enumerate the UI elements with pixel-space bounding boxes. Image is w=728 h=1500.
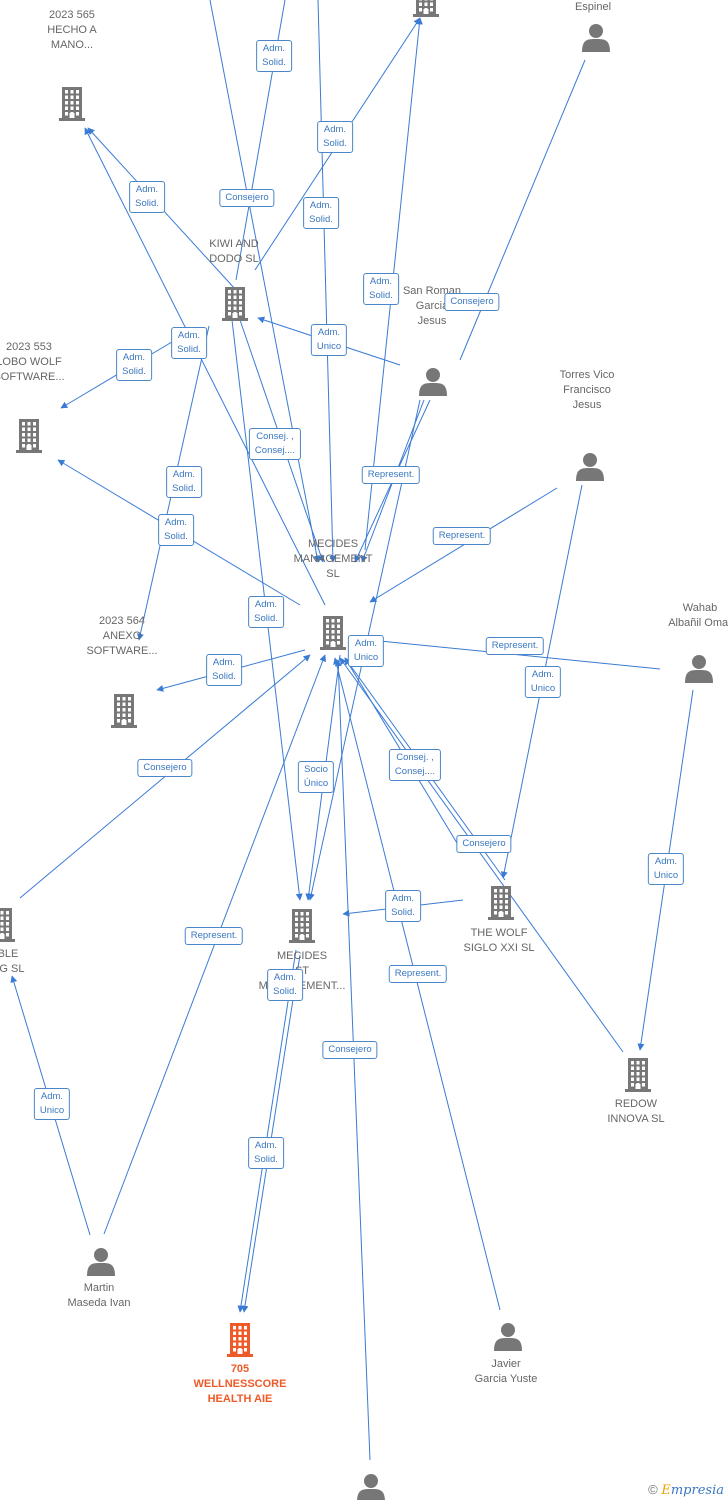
edge-line: [334, 659, 371, 1461]
node-label[interactable]: Torres Vico Francisco Jesus: [559, 369, 615, 411]
relation-label[interactable]: Adm. Unico: [33, 1088, 71, 1120]
node-label[interactable]: San Roman Garcia Jesus: [402, 285, 462, 327]
building-icon[interactable]: [413, 0, 439, 17]
node-label[interactable]: Martin Maseda Ivan: [67, 1282, 131, 1309]
edge-line: [84, 127, 326, 606]
brand-initial: E: [661, 1483, 671, 1498]
building-icon[interactable]: [111, 694, 137, 728]
relation-label[interactable]: Socio Único: [297, 761, 335, 793]
building-icon[interactable]: [289, 909, 315, 943]
relation-label[interactable]: Consejero: [322, 1041, 378, 1059]
building-icon[interactable]: [59, 87, 85, 121]
building-icon[interactable]: [16, 419, 42, 453]
person-icon[interactable]: [582, 24, 610, 52]
relation-label[interactable]: Represent.: [388, 965, 448, 983]
node-label[interactable]: KIWI AND DODO SL: [209, 238, 259, 265]
node-label[interactable]: Wahab Albañil Omar: [668, 602, 728, 629]
relation-label[interactable]: Adm. Solid.: [303, 197, 339, 229]
person-icon[interactable]: [576, 453, 604, 481]
relation-label[interactable]: Adm. Solid.: [129, 181, 165, 213]
person-icon[interactable]: [685, 655, 713, 683]
relation-label[interactable]: Consejero: [137, 759, 193, 777]
node-label[interactable]: Javier Garcia Yuste: [474, 1358, 538, 1385]
relation-label[interactable]: Consej. , Consej....: [248, 428, 302, 460]
person-icon[interactable]: [419, 368, 447, 396]
brand-name: mpresia: [670, 1483, 724, 1498]
empresia-brand: © Empresia: [648, 1482, 724, 1498]
person-icon[interactable]: [357, 1474, 385, 1500]
copyright-symbol: ©: [648, 1482, 658, 1497]
relation-label[interactable]: Adm. Solid.: [166, 466, 202, 498]
relation-label[interactable]: Adm. Unico: [347, 635, 385, 667]
relation-label[interactable]: Adm. Unico: [310, 324, 348, 356]
edge-line: [209, 0, 321, 563]
edge-line: [317, 0, 337, 563]
relation-label[interactable]: Adm. Unico: [524, 666, 562, 698]
relation-label[interactable]: Adm. Solid.: [248, 1137, 284, 1169]
relation-label[interactable]: Adm. Solid.: [116, 349, 152, 381]
relation-label[interactable]: Adm. Solid.: [317, 121, 353, 153]
relation-label[interactable]: Represent.: [361, 466, 421, 484]
node-label[interactable]: THE WOLF SIGLO XXI SL: [463, 927, 535, 954]
relation-label[interactable]: Adm. Solid.: [256, 40, 292, 72]
relation-label[interactable]: Adm. Unico: [647, 853, 685, 885]
node-label[interactable]: 705 WELLNESSCORE HEALTH AIE: [193, 1363, 287, 1405]
node-label[interactable]: REDOW INNOVA SL: [607, 1098, 665, 1125]
person-icon[interactable]: [87, 1248, 115, 1276]
building-icon[interactable]: [0, 908, 15, 942]
node-label[interactable]: 2023 564 ANEXO SOFTWARE...: [86, 615, 158, 657]
relation-label[interactable]: Adm. Solid.: [363, 273, 399, 305]
relation-label[interactable]: Represent.: [432, 527, 492, 545]
node-label[interactable]: 2023 565 HECHO A MANO...: [47, 9, 97, 51]
node-label[interactable]: 2023 553 LOBO WOLF SOFTWARE...: [0, 341, 65, 383]
person-icon[interactable]: [494, 1323, 522, 1351]
relation-label[interactable]: Consejero: [456, 835, 512, 853]
building-icon[interactable]: [625, 1058, 651, 1092]
node-label[interactable]: MECIDES MANAGEMENT SL: [293, 538, 373, 580]
relation-label[interactable]: Adm. Solid.: [385, 890, 421, 922]
building-icon[interactable]: [227, 1323, 253, 1357]
relation-label[interactable]: Represent.: [485, 637, 545, 655]
edge-line: [333, 657, 501, 1311]
relation-label[interactable]: Consejero: [219, 189, 275, 207]
building-icon[interactable]: [320, 616, 346, 650]
node-label[interactable]: BLE NG SL: [0, 948, 25, 975]
building-icon[interactable]: [488, 886, 514, 920]
edge-line: [369, 487, 558, 603]
relation-label[interactable]: Represent.: [184, 927, 244, 945]
node-label[interactable]: Espinel: [574, 1, 612, 13]
relation-label[interactable]: Adm. Solid.: [206, 654, 242, 686]
edge-line: [339, 657, 624, 1053]
relation-label[interactable]: Adm. Solid.: [158, 514, 194, 546]
relation-label[interactable]: Adm. Solid.: [171, 327, 207, 359]
relation-label[interactable]: Consej. , Consej....: [388, 749, 442, 781]
relation-label[interactable]: Adm. Solid.: [248, 596, 284, 628]
building-icon[interactable]: [222, 287, 248, 321]
edge-line: [241, 954, 301, 1313]
edge-line: [237, 949, 297, 1313]
relation-label[interactable]: Adm. Solid.: [267, 969, 303, 1001]
relation-label[interactable]: Consejero: [444, 293, 500, 311]
